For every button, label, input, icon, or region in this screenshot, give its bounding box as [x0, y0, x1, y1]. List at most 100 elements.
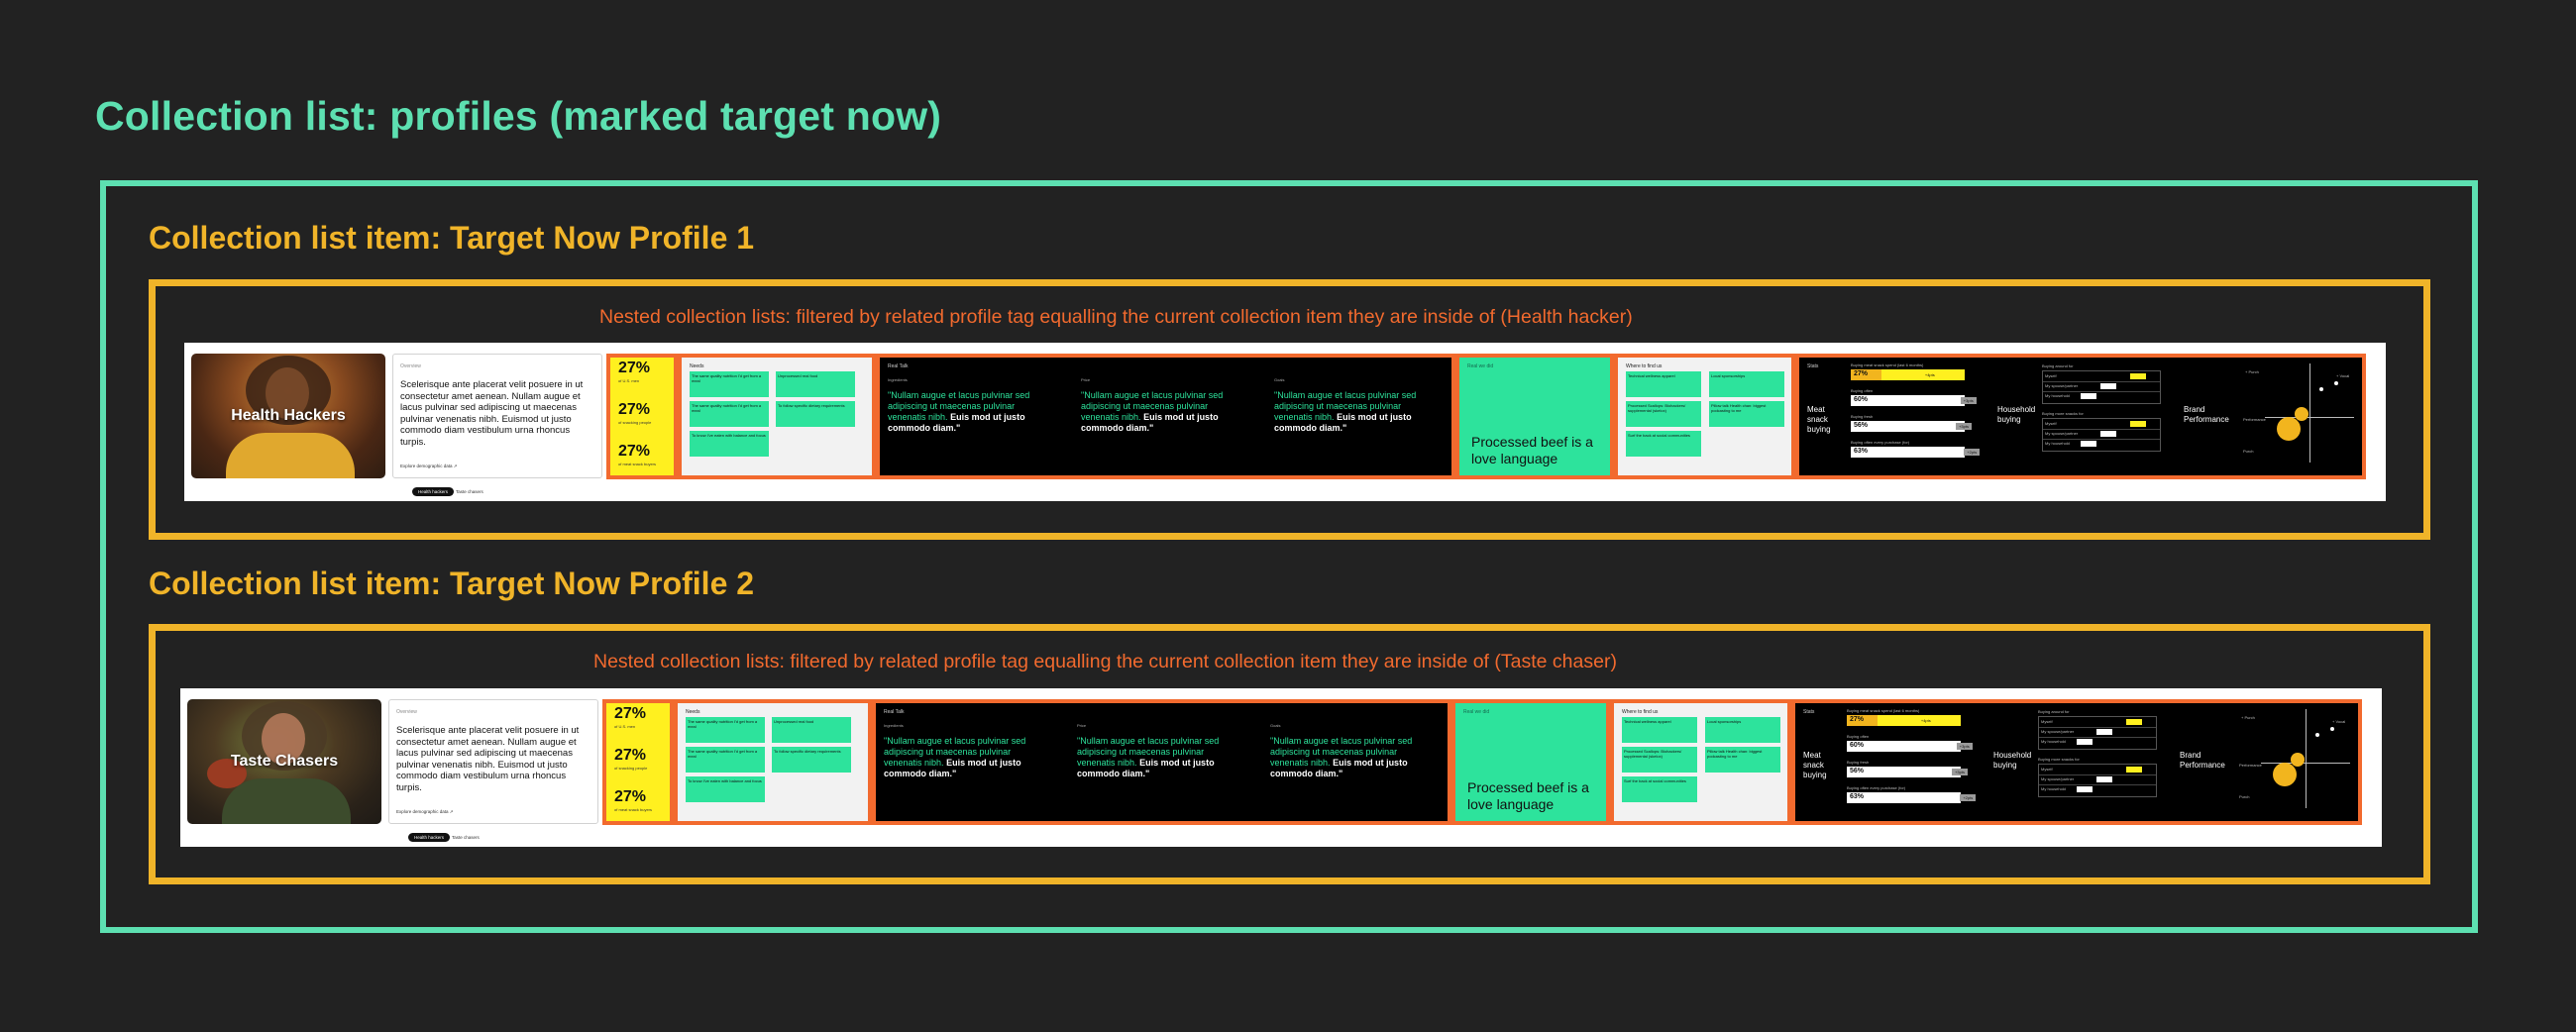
- bar-value: 63%: [1854, 448, 1869, 455]
- table-divider: [2039, 784, 2156, 785]
- quote-block: Price"Nullam augue et lacus pulvinar sed…: [1081, 377, 1239, 434]
- bar-caption: Buying fresh: [1847, 760, 1870, 765]
- nested-collection-caption: Nested collection lists: filtered by rel…: [599, 306, 1633, 328]
- profile-tab-active[interactable]: Health hackers: [408, 833, 451, 842]
- channel-sticky-note: Local sponsorships: [1709, 371, 1784, 397]
- overview-heading: Overview: [400, 363, 421, 369]
- channel-sticky-note: Surf the back at social communities: [1622, 776, 1697, 802]
- profile-tab[interactable]: Taste chasers: [456, 489, 483, 494]
- quote-block: Price"Nullam augue et lacus pulvinar sed…: [1077, 723, 1235, 779]
- bar-fill: [1851, 421, 1915, 432]
- stat-value: 27%: [614, 705, 647, 722]
- quadrant-bubble-small: [2295, 407, 2308, 421]
- quote-block: Ingredients "Nullam augue et lacus pulvin…: [888, 377, 1046, 434]
- nested-collection-caption: Nested collection lists: filtered by rel…: [593, 651, 1617, 672]
- brand-performance-label: Brand Performance: [2184, 405, 2229, 424]
- quadrant-axis-label: Performance: [2239, 763, 2262, 768]
- buying-bar: 63%: [1851, 447, 1965, 458]
- household-tag: [2081, 393, 2096, 399]
- profile-tab[interactable]: Taste chasers: [452, 835, 480, 840]
- household-row-label: My spouse/partner: [2045, 383, 2079, 388]
- stat-caption: of U.S. men: [614, 724, 636, 729]
- quote-tail: Euis mod ut justo commodo diam.": [1270, 758, 1408, 778]
- needs-heading: Needs: [686, 709, 700, 715]
- statement-heading: Real we did: [1467, 363, 1494, 369]
- need-sticky-note: The same quality nutrition I'd get from …: [690, 401, 769, 427]
- stat-value: 27%: [618, 443, 651, 460]
- bar-value: 63%: [1850, 793, 1865, 800]
- household-table-title: Buying more snacks for: [2038, 757, 2080, 762]
- bar-delta: +2pts: [1960, 794, 1977, 801]
- bar-caption: Buying often: [1851, 388, 1874, 393]
- quote-tail: Euis mod ut justo commodo diam.": [1081, 412, 1219, 433]
- profile-hero-image[interactable]: Health Hackers: [191, 354, 385, 478]
- quote-block: Goals "Nullam augue et lacus pulvinar sed…: [1270, 723, 1429, 779]
- overview-text: Scelerisque ante placerat velit posuere …: [400, 379, 584, 448]
- channel-sticky-note: Technical wellness apparel: [1626, 371, 1701, 397]
- statement-heading: Real we did: [1463, 709, 1490, 715]
- bar-delta: +3pts: [1952, 769, 1968, 775]
- quote-tail: Euis mod ut justo commodo diam.": [884, 758, 1021, 778]
- need-sticky-note: To follow specific dietary requirements: [776, 401, 855, 427]
- household-tag: [2130, 421, 2146, 427]
- quadrant-axis-label: + Purch: [2241, 715, 2255, 720]
- buying-bar: 60%: [1851, 395, 1965, 406]
- hero-photo-face: [262, 713, 305, 765]
- household-row-label: Myself: [2045, 373, 2057, 378]
- quote-block: Ingredients"Nullam augue et lacus pulvin…: [884, 723, 1042, 779]
- quote-text: "Nullam augue et lacus pulvinar sed adip…: [1274, 390, 1433, 434]
- quadrant-point: [2319, 387, 2323, 391]
- quote-topic: Ingredients: [888, 377, 908, 382]
- household-tag: [2077, 786, 2093, 792]
- household-table-title: Buying around for: [2042, 363, 2074, 368]
- bar-delta: +3pts: [1956, 423, 1972, 430]
- collection-item-title: Collection list item: Target Now Profile…: [149, 220, 755, 256]
- demographic-data-link[interactable]: Explore demographic data ↗: [400, 464, 458, 468]
- quote-text: "Nullam augue et lacus pulvinar sed adip…: [888, 390, 1046, 434]
- buying-bar: 56%: [1851, 421, 1965, 432]
- need-sticky-note: Unprocessed real food: [776, 371, 855, 397]
- quadrant-bubble-small: [2291, 753, 2305, 767]
- overview-text: Scelerisque ante placerat velit posuere …: [396, 725, 580, 793]
- bar-fill: [1851, 447, 1923, 458]
- household-tag: [2077, 739, 2093, 745]
- channel-sticky-note: Processed Scallops: Biohackers/ suppleme…: [1626, 401, 1701, 427]
- bar-fill: [1847, 741, 1915, 752]
- quote-topic: Ingredients: [884, 723, 904, 728]
- household-buying-label: Household buying: [1993, 751, 2032, 770]
- household-tag: [2126, 767, 2142, 773]
- table-divider: [2043, 439, 2160, 440]
- page-title: Collection list: profiles (marked target…: [95, 93, 942, 139]
- collection-item-frame: [149, 279, 2430, 540]
- quote-topic: Price: [1081, 377, 1091, 382]
- collection-list-frame: [100, 180, 2478, 933]
- stats-heading: Stats: [1803, 709, 1815, 715]
- bar-fill: [1851, 369, 1882, 380]
- hero-photo-face: [266, 367, 309, 419]
- buying-bar: 63%: [1847, 792, 1961, 803]
- quote-body: "Nullam augue et lacus pulvinar sed adip…: [1270, 736, 1413, 768]
- quadrant-axis-label: Purch: [2239, 794, 2250, 799]
- quote-body: "Nullam augue et lacus pulvinar sed adip…: [1077, 736, 1220, 768]
- bar-value: 60%: [1854, 396, 1869, 403]
- bar-delta: +3pts: [1960, 397, 1977, 404]
- hero-photo-body: [226, 433, 355, 478]
- hero-photo-produce: [207, 759, 247, 788]
- profile-tab-active[interactable]: Health hackers: [412, 487, 455, 496]
- profile-hero-image[interactable]: Taste Chasers: [187, 699, 381, 824]
- bar-caption: Buying often every purchase (for): [1851, 440, 1910, 445]
- buying-bar: 60%: [1847, 741, 1961, 752]
- demographic-data-link[interactable]: Explore demographic data ↗: [396, 809, 454, 814]
- channel-sticky-note: Technical wellness apparel: [1622, 717, 1697, 743]
- brand-performance-label: Brand Performance: [2180, 751, 2225, 770]
- quote-topic: Goals: [1270, 723, 1281, 728]
- need-sticky-note: Unprocessed real food: [772, 717, 851, 743]
